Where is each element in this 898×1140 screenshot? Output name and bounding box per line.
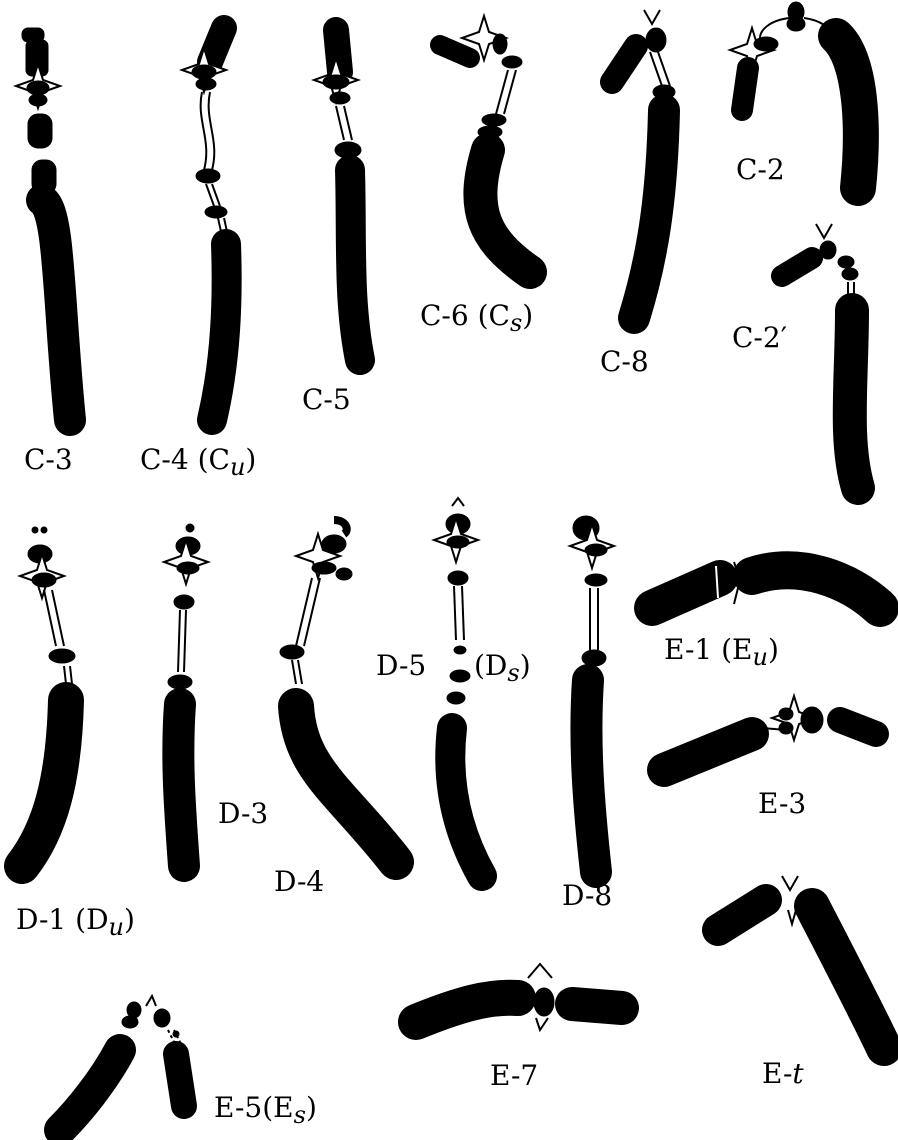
label-d5: D-5 xyxy=(376,652,426,680)
chromosome-d3 xyxy=(164,524,208,866)
chromosome-et xyxy=(718,876,884,1048)
chromosome-d5 xyxy=(434,498,482,876)
label-c6: C-6 (Cs) xyxy=(420,302,533,335)
chromosome-c2-prime xyxy=(782,224,858,488)
chromosome-c6 xyxy=(440,16,530,272)
label-e7: E-7 xyxy=(490,1062,538,1090)
chromosome-c8 xyxy=(612,10,675,318)
chromosome-d1 xyxy=(20,527,75,866)
label-c2-prime: C-2′ xyxy=(732,324,787,352)
chromosome-c3 xyxy=(16,28,70,420)
chromosome-d8 xyxy=(570,516,614,872)
label-e5: E-5(Es) xyxy=(214,1094,317,1127)
label-d8: D-8 xyxy=(562,882,612,910)
label-c3: C-3 xyxy=(24,446,73,474)
label-d3: D-3 xyxy=(218,800,268,828)
label-c4: C-4 (Cu) xyxy=(140,446,256,479)
label-d5-paren: (Ds) xyxy=(474,652,531,685)
chromosome-e1 xyxy=(652,562,880,608)
chromosome-e3 xyxy=(664,696,876,770)
chromosome-e7 xyxy=(416,964,622,1030)
chromosome-c5 xyxy=(314,30,361,360)
label-d1: D-1 (Du) xyxy=(16,906,135,939)
label-e3: E-3 xyxy=(758,790,806,818)
chromosome-e5 xyxy=(60,996,184,1130)
label-d4: D-4 xyxy=(274,868,324,896)
label-c2: C-2 xyxy=(736,156,785,184)
label-c5: C-5 xyxy=(302,386,351,414)
label-c8: C-8 xyxy=(600,348,649,376)
chromosome-c4 xyxy=(182,28,228,420)
label-et: E-t xyxy=(762,1060,804,1088)
chromosome-d4 xyxy=(280,520,396,862)
label-e1: E-1 (Eu) xyxy=(664,636,779,669)
